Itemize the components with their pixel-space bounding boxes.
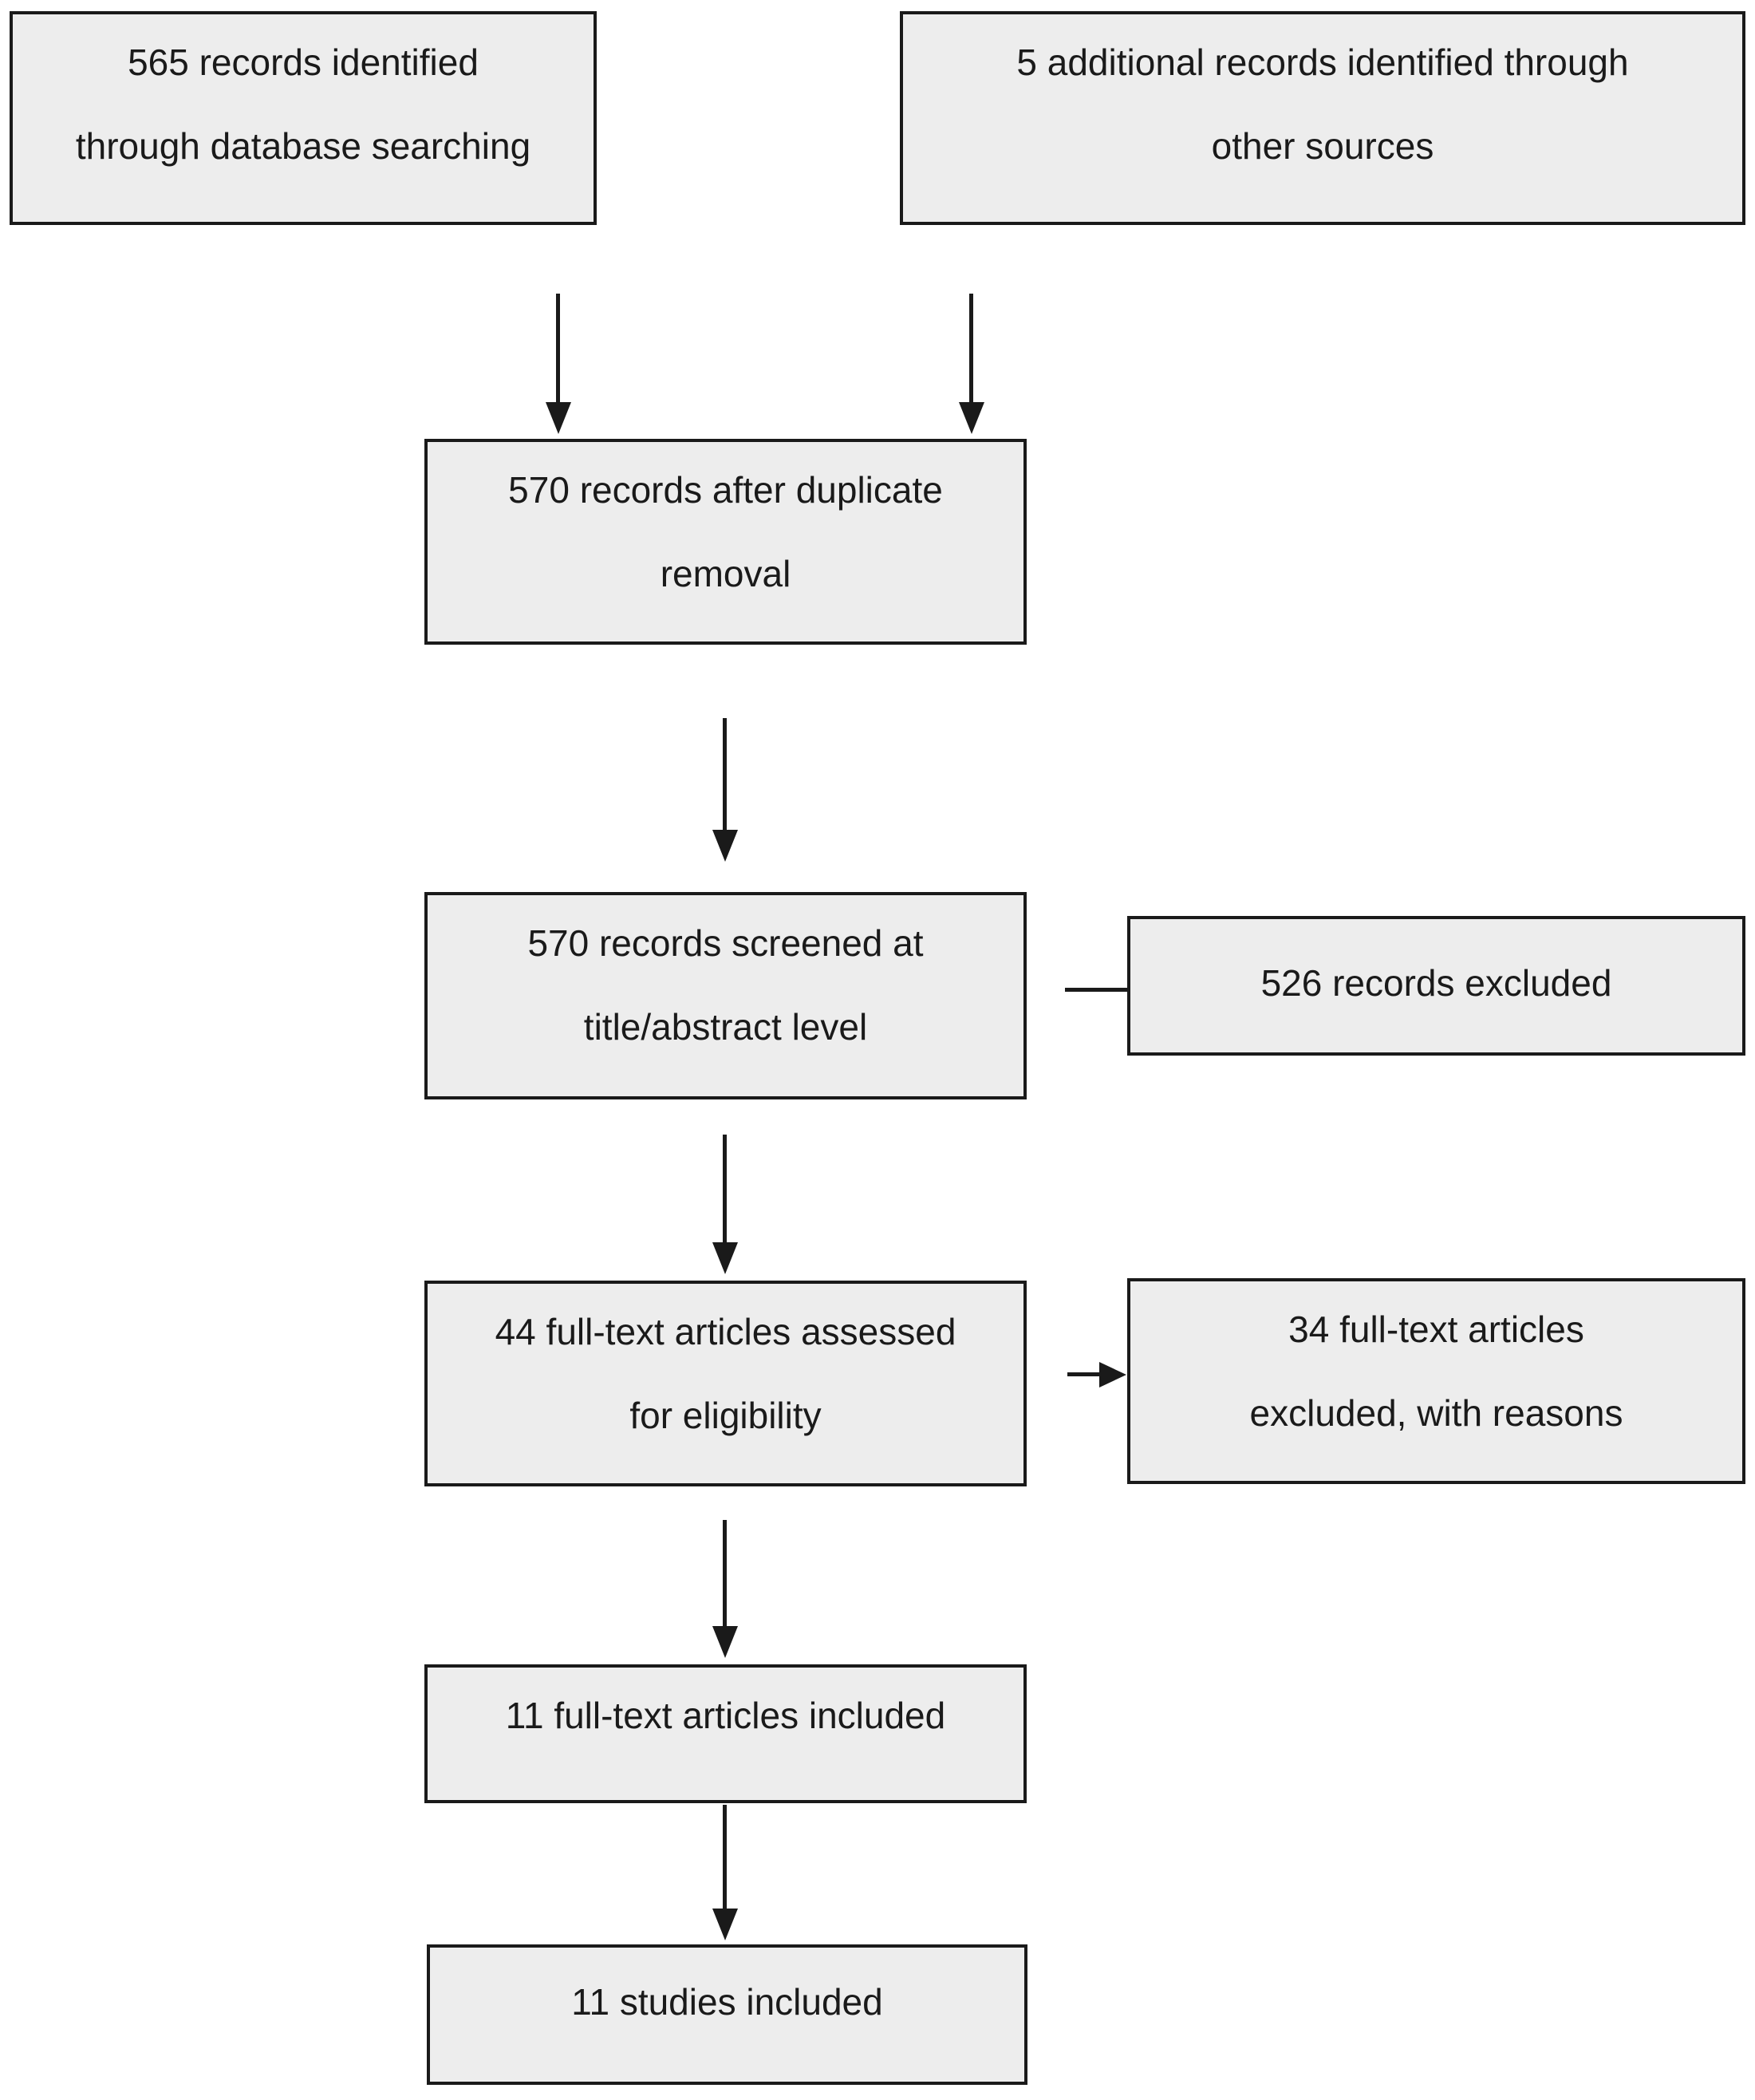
box-fulltext-included: 11 full-text articles included	[424, 1664, 1027, 1803]
box-records-after-duplicate-removal: 570 records after duplicate removal	[424, 439, 1027, 645]
arrow-assessed-to-fulltext-excluded	[1067, 1372, 1099, 1376]
box-text-line: 570 records screened at	[527, 922, 924, 964]
box-records-screened: 570 records screened at title/abstract l…	[424, 892, 1027, 1099]
box-text-line: 11 studies included	[571, 1981, 883, 2023]
box-text-line: 526 records excluded	[1260, 962, 1612, 1004]
box-records-identified-other-sources: 5 additional records identified through …	[900, 11, 1745, 225]
box-text-line: removal	[660, 553, 791, 594]
box-fulltext-excluded: 34 full-text articles excluded, with rea…	[1127, 1278, 1745, 1484]
box-text-line: 34 full-text articles	[1288, 1309, 1584, 1350]
box-text-line: 565 records identified	[128, 41, 479, 83]
arrow-assessed-to-fulltext-included	[723, 1520, 727, 1626]
box-studies-included: 11 studies included	[427, 1944, 1027, 2085]
arrow-database-to-duplicates	[556, 294, 560, 402]
box-text-line: 570 records after duplicate	[508, 469, 943, 511]
box-text-line: 5 additional records identified through	[1016, 41, 1629, 83]
box-text-line: through database searching	[75, 125, 531, 167]
arrow-fulltext-included-to-studies-included	[723, 1805, 727, 1909]
box-text-line: title/abstract level	[583, 1006, 868, 1048]
arrow-duplicates-to-screened	[723, 718, 727, 830]
box-text-line: 44 full-text articles assessed	[495, 1311, 956, 1352]
arrow-other-sources-to-duplicates	[969, 294, 973, 402]
box-text-line: other sources	[1211, 125, 1434, 167]
line-screened-to-records-excluded	[1065, 988, 1127, 992]
box-text-line: 11 full-text articles included	[505, 1695, 946, 1736]
box-text-line: for eligibility	[629, 1395, 822, 1436]
arrow-screened-to-fulltext-assessed	[723, 1135, 727, 1242]
box-text-line: excluded, with reasons	[1249, 1392, 1623, 1434]
box-fulltext-assessed: 44 full-text articles assessed for eligi…	[424, 1281, 1027, 1486]
box-records-identified-database: 565 records identified through database …	[10, 11, 597, 225]
box-records-excluded: 526 records excluded	[1127, 916, 1745, 1056]
